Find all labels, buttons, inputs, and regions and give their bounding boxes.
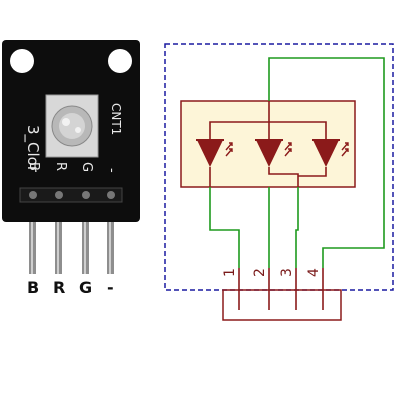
rgb-led-package [45,94,99,158]
led-1 [196,139,233,167]
pad-label-g: G [79,162,94,172]
red-wires [209,101,327,187]
mounting-hole-right [108,49,132,73]
rgb-led-module-photo: 3_Clor CNT1 B R G - B R G - [2,40,140,297]
pin-label-r: R [53,278,65,297]
pin-number-3: 3 [279,268,295,277]
pad-label-r: R [53,162,68,171]
header-pins [29,196,114,274]
pin-number-4: 4 [306,268,322,277]
led-2 [255,139,292,167]
schematic: 1 2 3 4 [164,43,394,321]
pin-label-b: B [27,278,39,297]
pin-label-gnd: - [107,278,114,297]
pin-label-g: G [79,278,92,297]
green-wires [209,57,385,268]
connector-label: CNT1 [109,103,123,135]
led-3 [312,139,349,167]
pin-number-2: 2 [252,268,268,277]
pad-labels: B R G - [26,162,119,173]
mounting-hole-left [10,49,34,73]
board-label: 3_Clor [23,125,42,173]
connector-pins [222,268,342,321]
pad-label-gnd: - [104,168,119,173]
pad-label-b: B [26,162,41,171]
pin-number-1: 1 [222,268,238,277]
pin-header-housing [19,187,123,203]
